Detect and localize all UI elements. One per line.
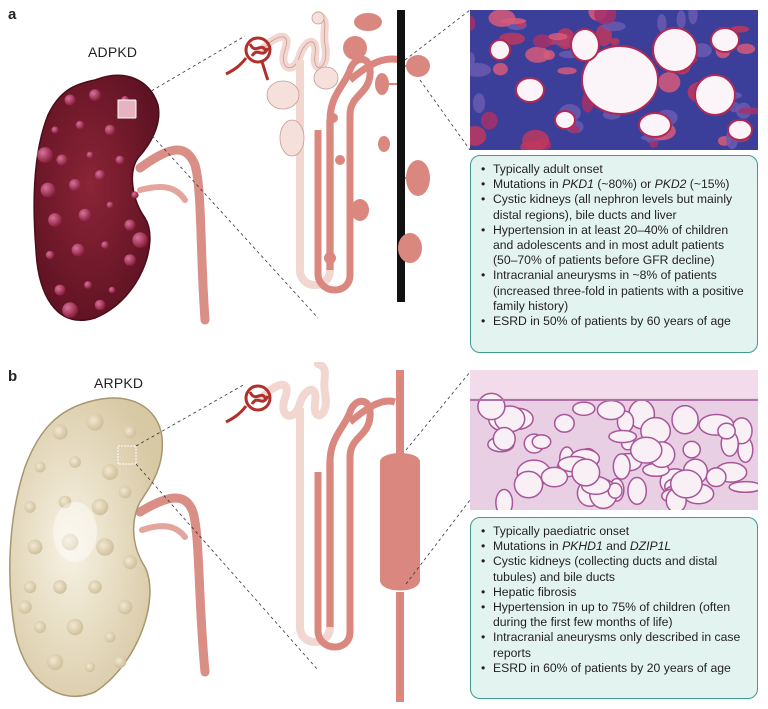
bullet-text: Typically paediatric onset <box>493 524 630 538</box>
arpkd-renal-vessels <box>135 493 210 677</box>
adpkd-nephron <box>225 11 401 294</box>
arpkd-histology-texture <box>470 392 758 510</box>
bullet-text: and <box>602 539 630 554</box>
feature-bullet: Typically paediatric onset <box>481 524 749 539</box>
adpkd-title: ADPKD <box>88 44 138 60</box>
adpkd-collecting-duct <box>375 10 430 302</box>
bullet-text: Mutations in <box>493 177 563 192</box>
panel-letter-a: a <box>8 6 17 23</box>
feature-bullet: Cystic kidneys (all nephron levels but m… <box>481 192 749 222</box>
adpkd-kidney-cysts <box>37 89 148 318</box>
panel-arpkd: b ARPKD <box>0 362 768 709</box>
arpkd-features-list: Typically paediatric onsetMutations in P… <box>481 524 749 676</box>
feature-bullet: ESRD in 50% of patients by 60 years of a… <box>481 314 749 329</box>
bullet-text: Cystic kidneys (collecting ducts and dis… <box>493 554 718 584</box>
feature-bullet: Mutations in PKD1 (~80%) or PKD2 (~15%) <box>481 177 749 192</box>
arpkd-nephron <box>225 362 397 651</box>
gene-name: PKHD1 <box>562 539 603 554</box>
adpkd-glomerulus <box>225 36 272 81</box>
arpkd-title: ARPKD <box>94 375 144 391</box>
arpkd-info-box: Typically paediatric onsetMutations in P… <box>470 517 758 699</box>
feature-bullet: Hypertension in at least 20–40% of child… <box>481 223 749 269</box>
bullet-text: Typically adult onset <box>493 162 603 176</box>
feature-bullet: Hepatic fibrosis <box>481 585 749 600</box>
adpkd-kidney <box>33 74 160 321</box>
feature-bullet: Typically adult onset <box>481 162 749 177</box>
gene-name: PKD2 <box>654 177 687 192</box>
adpkd-sample-region <box>117 99 137 119</box>
adpkd-renal-vessels <box>135 145 210 325</box>
bullet-text: Mutations in <box>493 539 563 554</box>
gene-name: PKD1 <box>562 177 594 192</box>
bullet-text: Hepatic fibrosis <box>493 584 577 599</box>
arpkd-collecting-duct <box>380 370 420 702</box>
feature-bullet: Intracranial aneurysms only described in… <box>481 630 749 660</box>
adpkd-features-list: Typically adult onsetMutations in PKD1 (… <box>481 162 749 329</box>
adpkd-histology-micrograph <box>470 10 758 150</box>
arpkd-glomerulus <box>225 384 272 424</box>
feature-bullet: Hypertension in up to 75% of children (o… <box>481 600 749 630</box>
arpkd-kidney-cysts <box>18 413 138 673</box>
bullet-text: Intracranial aneurysms in ~8% of patient… <box>493 268 744 313</box>
bullet-text: (~15%) <box>686 177 730 192</box>
arpkd-histology-micrograph <box>470 370 758 510</box>
bullet-text: Hypertension in up to 75% of children (o… <box>493 600 731 630</box>
feature-bullet: Intracranial aneurysms in ~8% of patient… <box>481 268 749 314</box>
adpkd-histology-texture <box>470 10 758 150</box>
bullet-text: ESRD in 60% of patients by 20 years of a… <box>493 660 731 675</box>
feature-bullet: Mutations in PKHD1 and DZIP1L <box>481 539 749 554</box>
adpkd-info-box: Typically adult onsetMutations in PKD1 (… <box>470 155 758 353</box>
bullet-text: Hypertension in at least 20–40% of child… <box>493 222 729 268</box>
panel-letter-b: b <box>8 368 18 385</box>
bullet-text: (~80%) or <box>593 177 655 192</box>
feature-bullet: Cystic kidneys (collecting ducts and dis… <box>481 554 749 584</box>
arpkd-sample-region <box>117 445 137 465</box>
feature-bullet: ESRD in 60% of patients by 20 years of a… <box>481 661 749 676</box>
panel-adpkd: a ADPKD <box>0 0 768 360</box>
bullet-text: Intracranial aneurysms only described in… <box>493 630 741 660</box>
arpkd-illustration <box>9 362 470 702</box>
adpkd-illustration <box>33 9 470 325</box>
gene-name: DZIP1L <box>629 539 672 554</box>
bullet-text: ESRD in 50% of patients by 60 years of a… <box>493 314 731 329</box>
bullet-text: Cystic kidneys (all nephron levels but m… <box>493 192 733 222</box>
